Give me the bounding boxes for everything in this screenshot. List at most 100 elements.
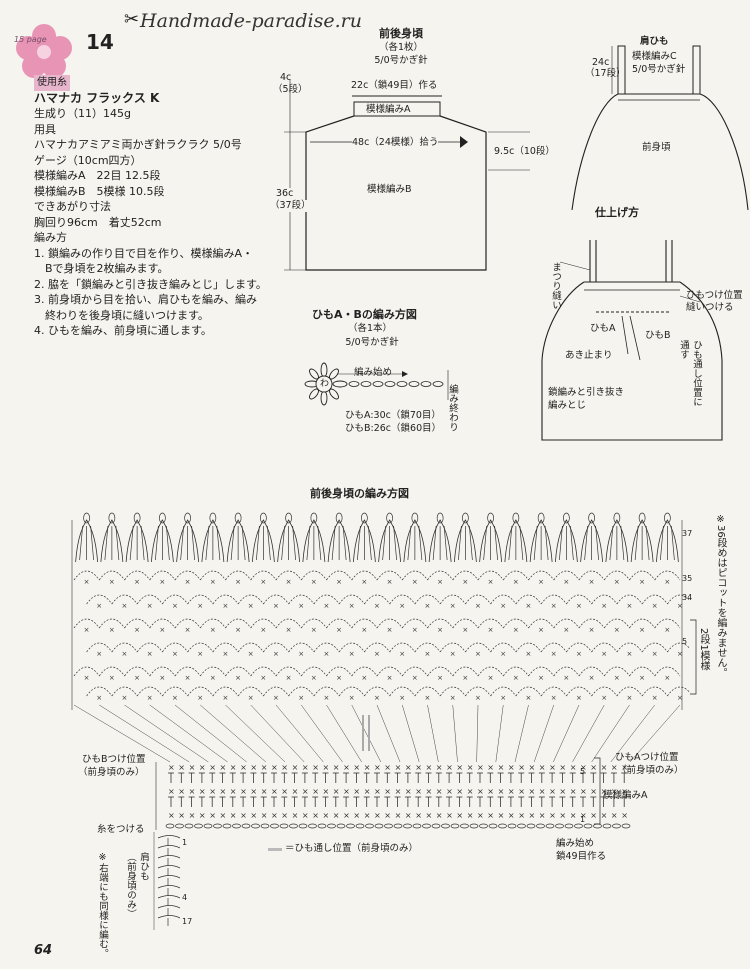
chain-arc xyxy=(288,642,315,653)
pickup-line xyxy=(629,704,681,763)
strap-position-label: ひもつけ位置 xyxy=(686,290,743,301)
sc-stitch: × xyxy=(549,787,556,796)
foundation-chain xyxy=(441,823,450,829)
sc-stitch: × xyxy=(677,694,683,702)
sc-stitch: × xyxy=(539,787,546,796)
chain-arc xyxy=(338,594,365,605)
chain-arc xyxy=(452,618,479,629)
chain-arc xyxy=(199,618,226,629)
sc-stitch: × xyxy=(323,763,330,772)
fan-stitch xyxy=(302,519,326,563)
step: 終わりを後身頃に縫いつけます。 xyxy=(34,308,209,322)
side-length-label: 9.5c（10段） xyxy=(494,146,555,157)
chart-start-label: 編み始め xyxy=(556,838,595,849)
chain-arc xyxy=(616,594,643,605)
foundation-chain xyxy=(479,823,488,829)
chart-title: 前後身頃の編み方図 xyxy=(310,487,409,500)
chain-arc xyxy=(629,570,656,581)
sc-stitch: × xyxy=(570,811,577,820)
sc-stitch: × xyxy=(220,787,227,796)
fan-stitch xyxy=(201,519,225,563)
foundation-chain xyxy=(222,823,232,829)
sc-stitch: × xyxy=(518,787,525,796)
sc-stitch: × xyxy=(570,787,577,796)
sc-stitch: × xyxy=(311,626,317,634)
chain-arc xyxy=(654,618,681,629)
dc-stitch xyxy=(90,525,94,561)
pattern-a-label: 模様編みA xyxy=(366,104,411,115)
chain-arc xyxy=(490,686,517,697)
fan-stitch xyxy=(352,519,376,563)
sew-on-label: 縫いつける xyxy=(686,302,734,313)
chain-arc xyxy=(351,666,378,677)
sc-stitch: × xyxy=(333,763,340,772)
dc-stitch xyxy=(357,525,361,561)
chain-arc xyxy=(452,570,479,581)
sc-stitch: × xyxy=(271,811,278,820)
sc-stitch: × xyxy=(159,674,165,682)
sc-stitch: × xyxy=(197,650,203,658)
sc-stitch: × xyxy=(147,650,153,658)
sc-stitch: × xyxy=(395,787,402,796)
left-height-cm: 36c xyxy=(276,188,294,200)
sc-stitch: × xyxy=(387,674,393,682)
sc-stitch: × xyxy=(122,694,128,702)
sc-stitch: × xyxy=(487,763,494,772)
sc-stitch: × xyxy=(172,602,178,610)
foundation-chain xyxy=(327,823,336,829)
strap-chart-note: ※右端にも同様に編む。 xyxy=(97,852,108,958)
sc-stitch: × xyxy=(302,811,309,820)
chain-arc xyxy=(578,666,605,677)
sc-stitch: × xyxy=(361,578,367,586)
row-number: 34 xyxy=(682,593,693,602)
chain-arc xyxy=(465,686,491,697)
chain-arc xyxy=(389,686,416,697)
fan-stitch xyxy=(251,519,275,563)
foundation-chain xyxy=(308,823,317,829)
sc-stitch: × xyxy=(185,626,191,634)
dc-stitch xyxy=(660,525,664,561)
sc-stitch: × xyxy=(601,763,608,772)
chain-arc xyxy=(528,570,555,581)
size-label: できあがり寸法 xyxy=(34,200,111,213)
pattern-a-chart-label: 模様編みA xyxy=(603,790,648,801)
chain-arc xyxy=(136,594,163,605)
chain-arc xyxy=(225,666,252,677)
chain-arc xyxy=(376,666,403,677)
foundation-chain xyxy=(374,823,384,829)
chain-arc xyxy=(149,666,176,677)
sc-stitch: × xyxy=(185,674,191,682)
chain-arc xyxy=(439,594,466,605)
strap-stitch xyxy=(157,885,181,889)
tie-diagram-hook: 5/0号かぎ針 xyxy=(345,337,399,348)
chain-arc xyxy=(477,666,504,677)
pickup-line xyxy=(225,704,286,763)
strap-stitch xyxy=(157,865,181,869)
sc-stitch: × xyxy=(425,694,431,702)
chain-arc xyxy=(111,686,138,697)
sc-stitch: × xyxy=(109,578,115,586)
sc-stitch: × xyxy=(601,694,607,702)
sc-stitch: × xyxy=(374,650,380,658)
sc-stitch: × xyxy=(412,674,418,682)
sc-stitch: × xyxy=(462,626,468,634)
sc-stitch: × xyxy=(551,602,557,610)
sc-stitch: × xyxy=(84,626,90,634)
sc-stitch: × xyxy=(425,602,431,610)
dc-stitch xyxy=(331,525,336,561)
sc-stitch: × xyxy=(384,811,391,820)
foundation-chain xyxy=(260,823,270,829)
chain-arc xyxy=(288,686,315,697)
sc-stitch: × xyxy=(412,626,418,634)
chain-arc xyxy=(351,570,378,581)
sc-stitch: × xyxy=(312,787,319,796)
chain-arc xyxy=(326,570,353,581)
chain-arc xyxy=(401,666,428,677)
sc-stitch: × xyxy=(199,763,206,772)
chain-arc xyxy=(427,666,454,677)
chain-arc xyxy=(73,666,100,677)
sc-stitch: × xyxy=(248,694,254,702)
chain-arc xyxy=(313,594,340,605)
strap-row-number: 1 xyxy=(182,838,188,847)
sc-stitch: × xyxy=(467,787,474,796)
